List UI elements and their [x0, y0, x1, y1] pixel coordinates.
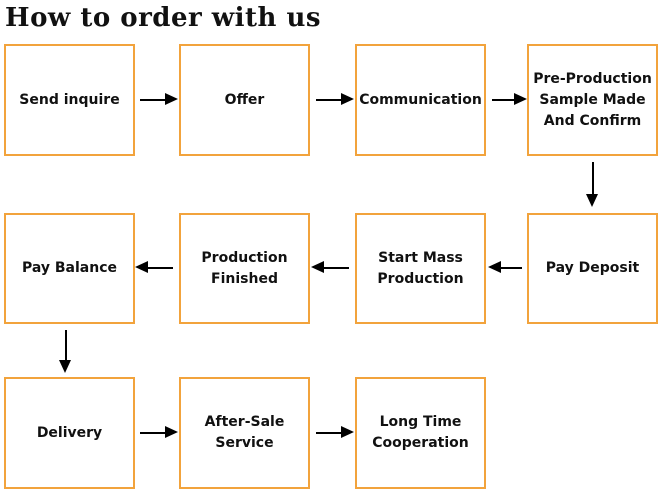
flow-box-production-finished: Production Finished: [179, 213, 310, 324]
arrow-delivery-to-after-sale-service-icon: [140, 426, 178, 438]
arrow-pre-production-to-pay-deposit-icon: [586, 162, 598, 207]
flow-box-offer: Offer: [179, 44, 310, 156]
flow-box-start-mass-production: Start Mass Production: [355, 213, 486, 324]
arrow-after-sale-service-to-long-time-cooperation-icon: [316, 426, 354, 438]
flow-box-pay-deposit: Pay Deposit: [527, 213, 658, 324]
arrow-pay-deposit-to-start-mass-production-icon: [488, 261, 522, 273]
flow-box-pay-balance: Pay Balance: [4, 213, 135, 324]
arrow-pay-balance-to-delivery-icon: [59, 330, 71, 373]
arrow-production-finished-to-pay-balance-icon: [135, 261, 173, 273]
arrow-start-mass-production-to-production-finished-icon: [311, 261, 349, 273]
arrow-communication-to-pre-production-icon: [492, 93, 527, 105]
flow-box-long-time-cooperation: Long Time Cooperation: [355, 377, 486, 489]
flow-box-after-sale-service: After-Sale Service: [179, 377, 310, 489]
arrow-send-inquire-to-offer-icon: [140, 93, 178, 105]
arrow-offer-to-communication-icon: [316, 93, 354, 105]
flow-box-pre-production-sample: Pre-Production Sample Made And Confirm: [527, 44, 658, 156]
flow-box-send-inquire: Send inquire: [4, 44, 135, 156]
flow-box-communication: Communication: [355, 44, 486, 156]
flow-box-delivery: Delivery: [4, 377, 135, 489]
page-title: How to order with us: [5, 3, 322, 33]
